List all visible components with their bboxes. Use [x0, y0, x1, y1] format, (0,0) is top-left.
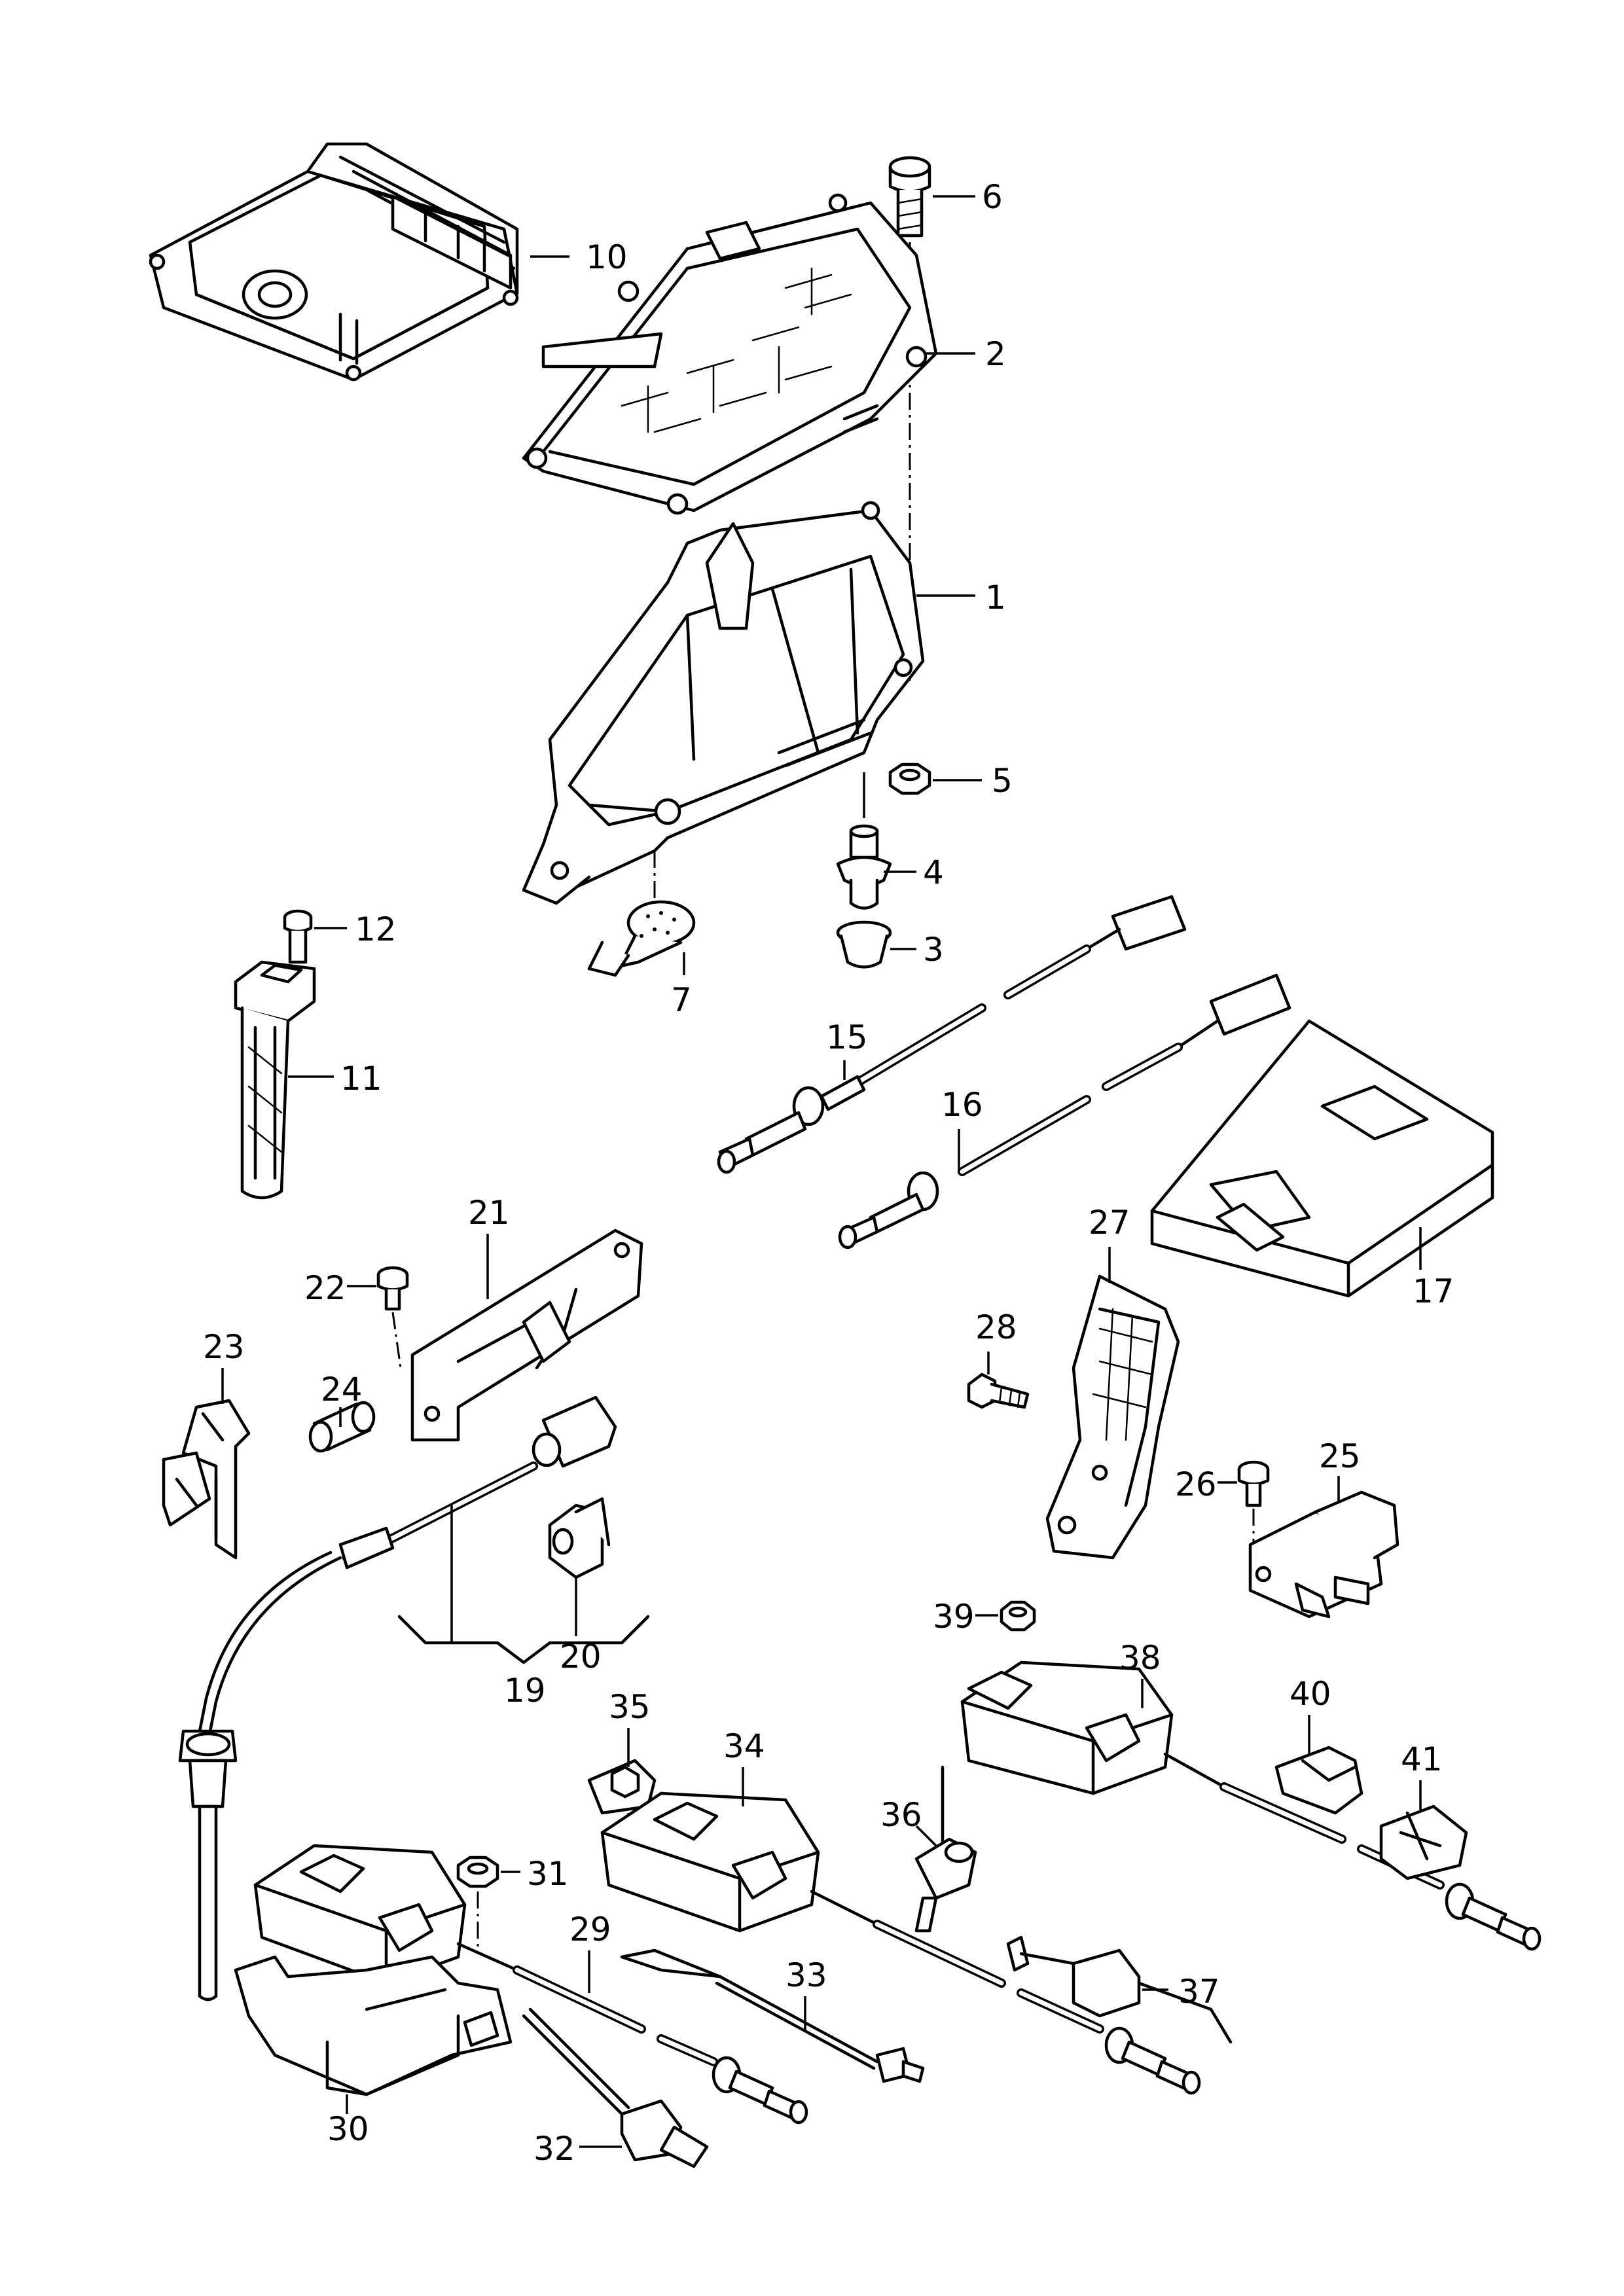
part-28-bolt[interactable] — [967, 1372, 1030, 1409]
part-23-clip[interactable] — [162, 1399, 251, 1560]
part-1-housing[interactable] — [522, 501, 925, 905]
part-7-drain[interactable] — [587, 900, 696, 977]
callout-31: 31 — [527, 1855, 569, 1893]
callout-6: 6 — [982, 178, 1003, 216]
callout-15: 15 — [826, 1018, 868, 1056]
callout-1: 1 — [985, 579, 1006, 617]
part-19-temp-sensor[interactable] — [178, 1395, 617, 2001]
callout-21: 21 — [468, 1194, 510, 1232]
part-5-nut[interactable] — [888, 762, 931, 795]
callout-11: 11 — [340, 1060, 382, 1098]
part-12-screw[interactable] — [283, 909, 313, 964]
callout-40: 40 — [1290, 1675, 1331, 1713]
callout-41: 41 — [1401, 1740, 1443, 1778]
part-36-cable-holder[interactable] — [914, 1765, 977, 1933]
part-20-clip[interactable] — [548, 1497, 611, 1579]
part-25-pressure-sensor[interactable] — [1248, 1490, 1399, 1619]
part-11-sensor[interactable] — [234, 960, 316, 1200]
part-17-module[interactable] — [1150, 1019, 1494, 1298]
callout-39: 39 — [933, 1598, 975, 1636]
part-16-sensor-cable[interactable] — [838, 973, 1291, 1249]
callout-35: 35 — [609, 1688, 651, 1726]
part-33-temp-probe[interactable] — [620, 1948, 925, 2083]
callout-2: 2 — [985, 335, 1006, 373]
callout-19: 19 — [504, 1672, 546, 1710]
part-15-sensor-cable[interactable] — [717, 895, 1187, 1174]
part-4-grommet[interactable] — [836, 824, 892, 910]
part-2-cover[interactable] — [522, 193, 938, 515]
callout-12: 12 — [355, 910, 397, 948]
callout-25: 25 — [1319, 1437, 1361, 1475]
callout-34: 34 — [723, 1727, 765, 1765]
part-31-nut[interactable] — [456, 1856, 499, 1888]
callout-24: 24 — [321, 1371, 363, 1408]
callout-22: 22 — [304, 1269, 346, 1307]
part-26-screw[interactable] — [1237, 1460, 1270, 1507]
callout-26: 26 — [1175, 1465, 1217, 1503]
part-29-sensor-cable[interactable] — [253, 1844, 808, 2125]
callout-29: 29 — [569, 1910, 611, 1948]
callout-4: 4 — [923, 853, 944, 891]
callout-3: 3 — [923, 931, 944, 969]
part-40-clip[interactable] — [1274, 1746, 1363, 1815]
part-39-nut[interactable] — [1000, 1600, 1036, 1632]
part-6-bolt[interactable] — [888, 156, 931, 238]
part-22-screw[interactable] — [376, 1266, 409, 1311]
part-3-cap[interactable] — [836, 920, 892, 969]
callout-16: 16 — [941, 1086, 983, 1124]
callout-38: 38 — [1119, 1639, 1161, 1677]
callout-37: 37 — [1178, 1973, 1220, 2011]
part-30-bracket[interactable] — [234, 1955, 513, 2096]
callout-27: 27 — [1089, 1204, 1130, 1242]
callout-7: 7 — [671, 981, 692, 1019]
part-37-connector[interactable] — [1006, 1935, 1233, 2044]
callout-33: 33 — [785, 1956, 827, 1994]
callout-30: 30 — [327, 2110, 369, 2148]
part-24-sleeve[interactable] — [308, 1401, 376, 1453]
part-38-nox-sensor[interactable] — [960, 1660, 1542, 1951]
callout-32: 32 — [533, 2130, 575, 2168]
part-21-bracket[interactable] — [410, 1229, 643, 1442]
part-27-bracket[interactable] — [1045, 1274, 1180, 1560]
part-10-control-unit[interactable] — [149, 142, 519, 382]
assembly-line-22 — [391, 1312, 402, 1369]
callout-5: 5 — [992, 762, 1013, 800]
part-32-cable-tie[interactable] — [522, 2007, 709, 2168]
part-34-nox-sensor[interactable] — [600, 1791, 1201, 2095]
callout-10: 10 — [586, 238, 628, 276]
callout-17: 17 — [1413, 1272, 1454, 1310]
callout-36: 36 — [880, 1796, 922, 1834]
part-41-clip[interactable] — [1379, 1804, 1468, 1880]
callout-23: 23 — [203, 1328, 245, 1366]
callout-28: 28 — [975, 1308, 1017, 1346]
